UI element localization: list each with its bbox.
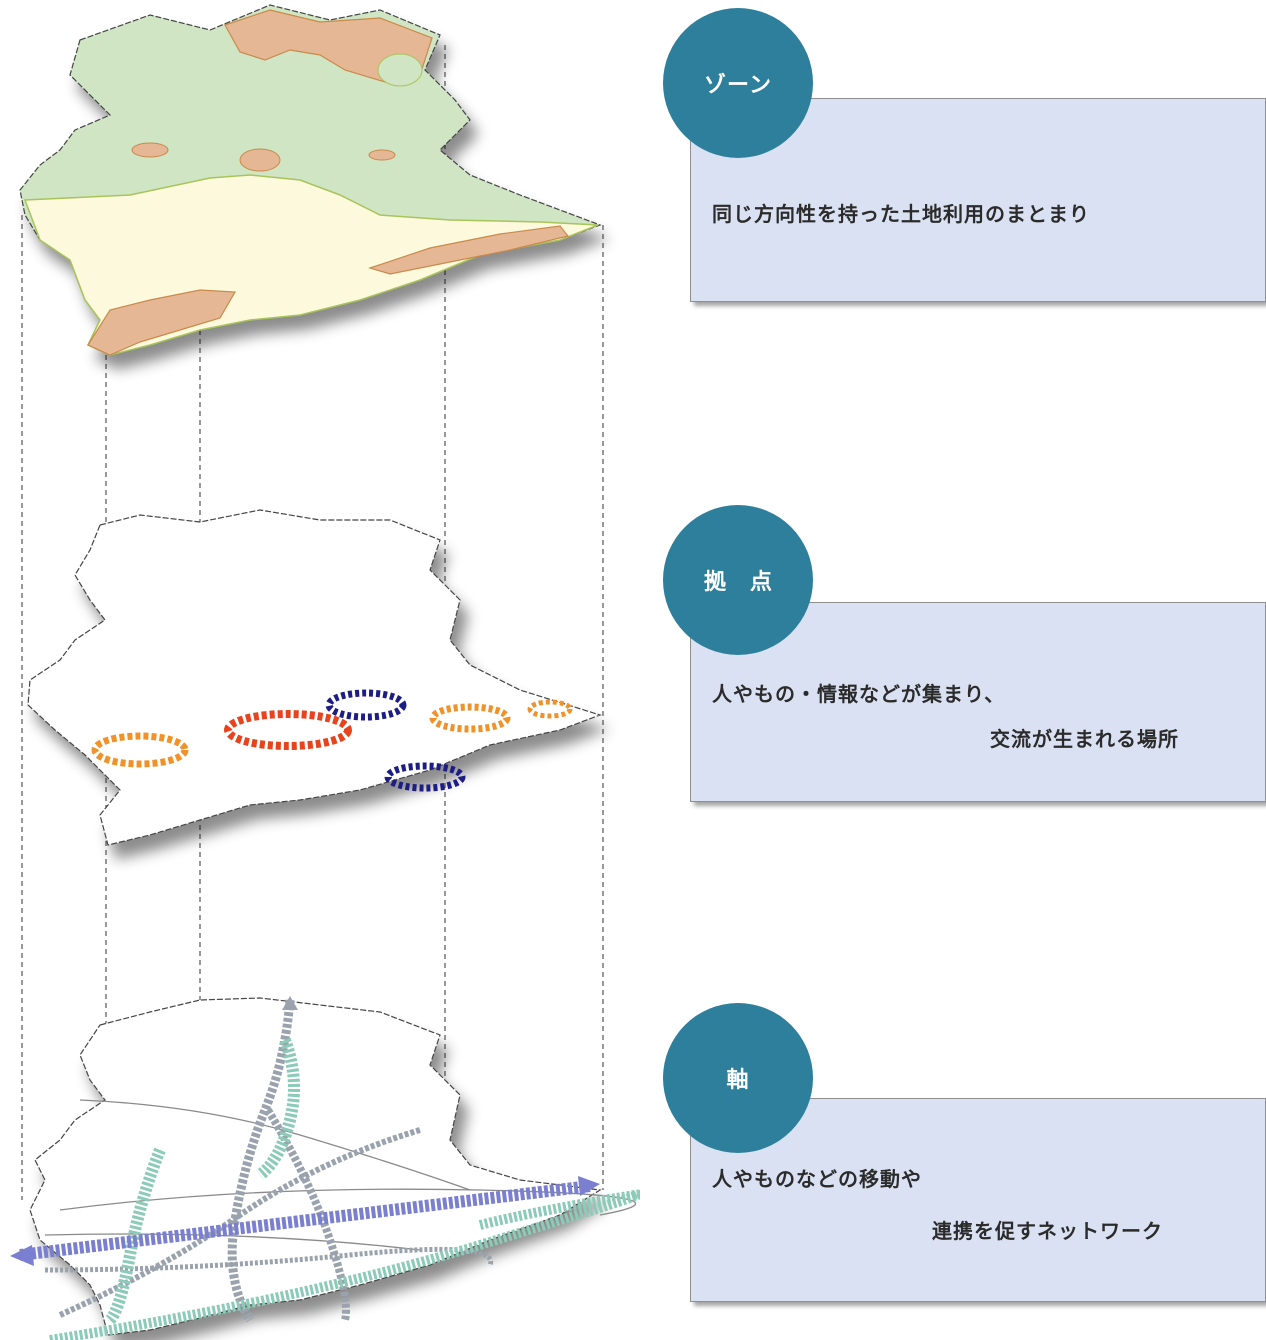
zone-orange-band-left (87, 289, 237, 356)
axis-gray-arrow-top (282, 996, 298, 1010)
hub-title: 拠点 (703, 570, 796, 595)
zone-orange-patch-2 (239, 148, 281, 172)
axis-title: 軸 (726, 1068, 750, 1093)
hub-description-line2: 交流が生まれる場所 (990, 727, 1179, 751)
hub-orange-center-right (429, 703, 511, 733)
axis-teal-line-4 (478, 1190, 636, 1230)
hub-title-circle: 拠点 (663, 505, 813, 655)
zone-orange-band-right (368, 225, 570, 275)
hub-layer (27, 509, 602, 846)
zone-description: 同じ方向性を持った土地利用のまとまり (712, 202, 1090, 226)
zone-title: ゾーン (704, 73, 772, 98)
zone-green-patch (377, 53, 423, 87)
zone-layer (19, 4, 602, 356)
hub-orange-left (91, 732, 189, 768)
axis-title-circle: 軸 (663, 1003, 813, 1153)
zone-orange-patch-1 (131, 142, 169, 158)
zone-orange-patch-3 (368, 149, 396, 161)
axis-purple-arrow-right (578, 1176, 600, 1196)
hub-layer-base (27, 509, 602, 846)
hub-navy-bottom (384, 762, 466, 792)
axis-gray-line-2 (264, 1107, 350, 1321)
axis-description-line2: 連携を促すネットワーク (932, 1219, 1163, 1243)
axis-thin-roads (44, 1099, 636, 1251)
axis-teal-line-1 (256, 1037, 300, 1180)
hub-navy-top (325, 689, 407, 721)
axis-gray-line-1 (227, 999, 295, 1323)
hub-red-center (224, 710, 352, 750)
axis-description-line1: 人やものなどの移動や (712, 1167, 922, 1191)
axis-purple-arrow-left (10, 1245, 34, 1266)
zone-title-circle: ゾーン (663, 8, 813, 158)
hub-description-line1: 人やもの・情報などが集まり、 (712, 682, 1006, 706)
layered-map-diagram (10, 4, 640, 1340)
axis-gray-line-4 (44, 1246, 494, 1273)
axis-layer (10, 996, 640, 1340)
hub-orange-right (527, 699, 573, 719)
